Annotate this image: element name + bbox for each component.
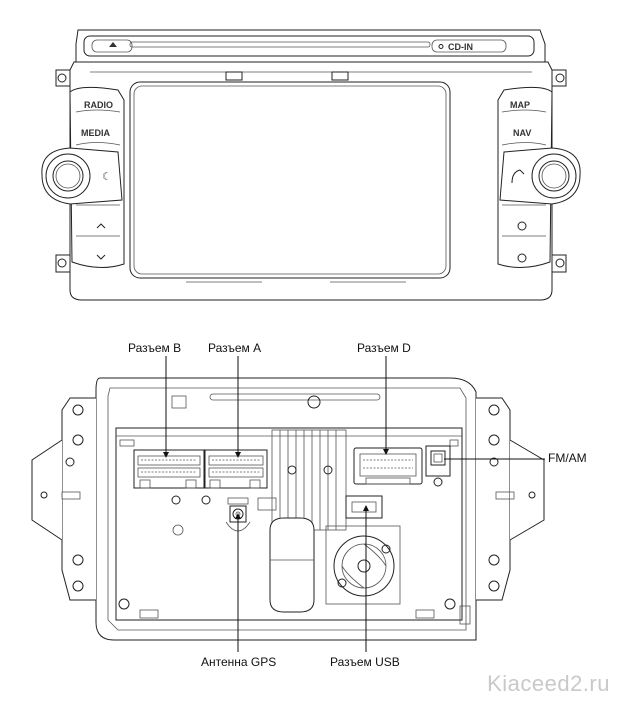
phone-icon[interactable] — [511, 169, 525, 184]
fm-am-connector — [425, 445, 451, 487]
chevron-up-icon[interactable] — [96, 223, 106, 229]
connector-b — [133, 449, 205, 489]
connector-b-label: Разъем B — [128, 341, 182, 355]
display-screen — [129, 81, 451, 279]
usb-connector — [345, 495, 383, 519]
cd-mechanism — [269, 517, 315, 613]
cooling-fan — [325, 525, 401, 605]
nav-button-label[interactable]: NAV — [513, 128, 531, 138]
cd-in-label: CD-IN — [448, 42, 473, 52]
gps-antenna-label: Антенна GPS — [201, 655, 277, 669]
media-button-label[interactable]: MEDIA — [81, 128, 111, 138]
connector-d-label: Разъем D — [357, 341, 411, 355]
leader-lines — [163, 356, 545, 652]
front-panel: CD-IN RADIO MEDIA ☾ — [41, 29, 581, 301]
settings-icon[interactable] — [517, 221, 527, 231]
rear-panel — [31, 377, 545, 641]
rear-connector-panel — [115, 427, 463, 621]
connector-a-label: Разъем A — [208, 341, 262, 355]
eject-icon — [109, 42, 117, 47]
fm-am-label: FM/AM — [548, 451, 587, 465]
connector-d — [353, 447, 423, 485]
watermark: Kiaceed2.ru — [487, 671, 610, 696]
power-icon[interactable] — [517, 253, 527, 263]
tune-knob[interactable] — [531, 153, 577, 199]
map-button-label[interactable]: MAP — [510, 100, 530, 110]
volume-knob[interactable] — [45, 153, 91, 199]
chevron-down-icon[interactable] — [96, 254, 106, 260]
usb-connector-label: Разъем USB — [330, 655, 400, 669]
connector-a — [204, 449, 268, 489]
radio-button-label[interactable]: RADIO — [84, 100, 113, 110]
moon-icon: ☾ — [102, 170, 112, 183]
